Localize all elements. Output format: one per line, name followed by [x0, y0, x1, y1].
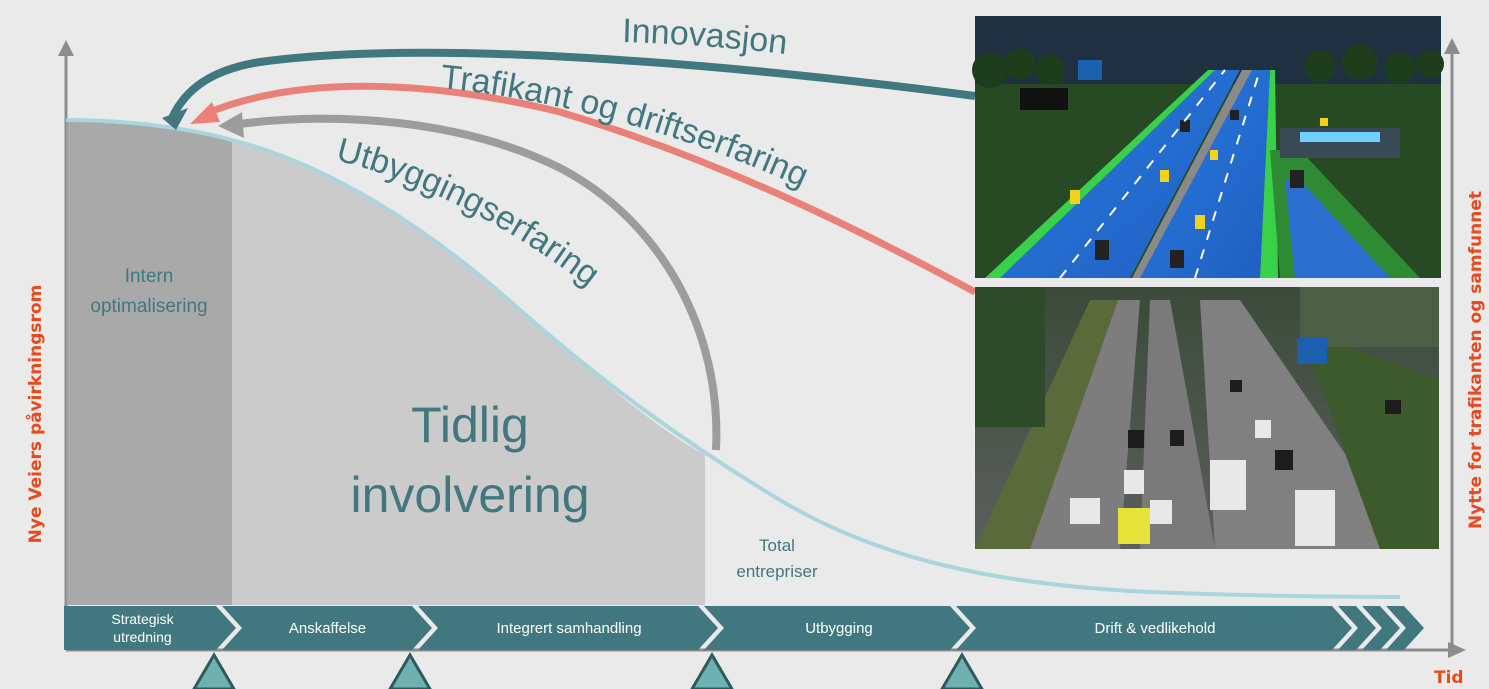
early-involvement-label: Tidlig involvering [300, 390, 640, 530]
y-axis-right-arrowhead [1444, 38, 1460, 54]
x-axis-arrowhead [1448, 642, 1466, 658]
innovation-arrowhead [162, 108, 188, 130]
x-axis-label: Tid [1434, 668, 1464, 688]
traffic-arrow [213, 82, 977, 296]
phase-band [64, 606, 1424, 650]
photo-futuristic-highway [972, 16, 1444, 279]
construction-arrow [239, 114, 721, 451]
milestone-triangle-2 [388, 652, 432, 689]
milestone-triangle-3 [690, 652, 734, 689]
phase-1-line-2: utredning [113, 629, 172, 645]
milestone-triangle-1 [192, 652, 236, 689]
early-line-1: Tidlig [411, 397, 529, 453]
phase-strategic-study: Strategisk utredning [80, 606, 205, 650]
total-line-1: Total [759, 536, 795, 555]
internal-line-2: optimalisering [90, 296, 208, 317]
early-line-2: involvering [350, 467, 590, 523]
y-axis-right-label: Nytte for trafikanten og samfunnet [1466, 191, 1486, 529]
traffic-arrowhead [190, 102, 220, 124]
total-contracts-label: Total entrepriser [712, 533, 842, 585]
phase-1-line-1: Strategisk [111, 611, 174, 627]
traffic-label: Trafikant og driftserfaring [439, 58, 814, 195]
internal-optimization-label: Intern optimalisering [66, 262, 232, 322]
total-line-2: entrepriser [736, 562, 818, 581]
photo-real-highway [975, 287, 1439, 549]
construction-arrowhead [218, 112, 244, 138]
benefit-curve [65, 118, 1401, 599]
innovation-arrow [168, 48, 976, 120]
innovation-label: Innovasjon [622, 12, 790, 62]
y-axis-left-arrowhead [58, 40, 74, 56]
region-early [232, 140, 705, 605]
y-axis-left-label: Nye Veiers påvirkningsrom [26, 284, 46, 544]
phase-procurement: Anskaffelse [288, 619, 367, 637]
phase-operation-maintenance: Drift & vedlikehold [1094, 619, 1216, 637]
phase-integrated-collaboration: Integrert samhandling [496, 619, 642, 637]
milestone-triangle-4 [940, 652, 984, 689]
region-internal [66, 120, 232, 605]
internal-line-1: Intern [124, 266, 174, 287]
phase-construction: Utbygging [805, 619, 873, 637]
